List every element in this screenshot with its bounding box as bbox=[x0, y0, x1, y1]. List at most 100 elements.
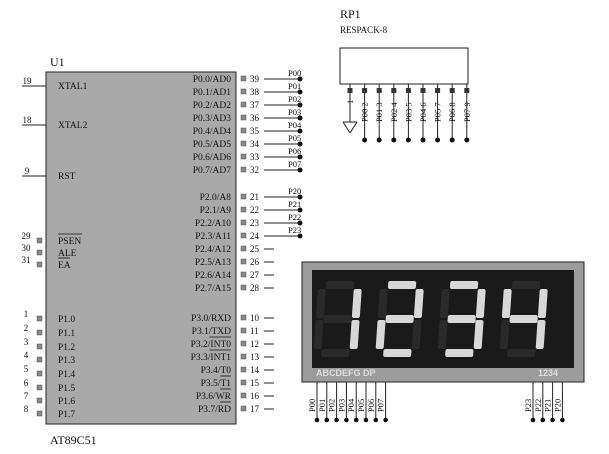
rp1-pin-6[interactable]: P04 6 bbox=[418, 84, 428, 143]
rp1-pin-8[interactable]: P06 8 bbox=[447, 84, 457, 143]
u1-body[interactable] bbox=[45, 71, 237, 425]
net-label: P03 bbox=[336, 399, 346, 412]
net-label: P21 bbox=[543, 399, 553, 412]
u1-port2-pins: 21P2.0/A8P2022P2.1/A9P2123P2.2/A10P2224P… bbox=[195, 186, 303, 294]
u1-pin-p1-7[interactable]: 8P1.7 bbox=[24, 404, 76, 420]
pin-name: P3.2/INT0 bbox=[191, 340, 232, 350]
rp1-pin-5[interactable]: P03 5 bbox=[403, 84, 413, 143]
pin-number: 38 bbox=[250, 87, 260, 97]
pin-number: 27 bbox=[250, 270, 260, 280]
pin-name: P2.7/A15 bbox=[195, 284, 231, 294]
display-digit-pin-3[interactable]: P21 bbox=[543, 382, 555, 423]
u1-pin-p1-1[interactable]: 2P1.1 bbox=[24, 323, 76, 339]
rp1-pin-label: P01 3 bbox=[374, 102, 384, 122]
rp1-pin-9[interactable]: P07 9 bbox=[462, 84, 472, 143]
display-seg-pin-3[interactable]: P02 bbox=[327, 382, 339, 423]
display-seg-pin-5[interactable]: P04 bbox=[346, 382, 359, 423]
rp1-pin-3[interactable]: P01 3 bbox=[374, 84, 384, 143]
display-digit-pin-1[interactable]: P23 bbox=[523, 382, 536, 423]
pin-number: 6 bbox=[24, 378, 29, 388]
pin-name: P2.0/A8 bbox=[200, 193, 232, 203]
display-seg-pin-8[interactable]: P07 bbox=[376, 382, 388, 423]
u1-pin-p1-4[interactable]: 5P1.4 bbox=[24, 364, 76, 380]
pin-number: 16 bbox=[250, 391, 260, 401]
u1-pin-p1-3[interactable]: 4P1.3 bbox=[24, 350, 76, 366]
pin-name: P2.6/A14 bbox=[195, 271, 231, 281]
rp1-pin-2[interactable]: P00 2 bbox=[360, 84, 370, 143]
display-seg-pin-2[interactable]: P01 bbox=[317, 382, 330, 423]
display-digit-pin-2[interactable]: P22 bbox=[533, 382, 546, 423]
rp1-pin-4[interactable]: P02 4 bbox=[389, 84, 399, 143]
rp1-pin-1[interactable]: 1 bbox=[345, 84, 355, 108]
segment-g bbox=[323, 315, 352, 323]
pin-number: 22 bbox=[250, 205, 259, 215]
segment-label: ABCDEFG DP bbox=[316, 368, 376, 378]
pin-number: 2 bbox=[24, 323, 29, 333]
segment-f bbox=[439, 289, 450, 318]
pin-number: 5 bbox=[24, 364, 29, 374]
display-digits bbox=[313, 281, 548, 357]
rp1-body[interactable] bbox=[339, 47, 469, 85]
pin-number: 24 bbox=[250, 231, 260, 241]
pin-number: 19 bbox=[23, 76, 33, 86]
display-seg-pin-7[interactable]: P06 bbox=[366, 382, 379, 423]
pin-name: P1.7 bbox=[58, 410, 75, 420]
u1-pin-p1-5[interactable]: 6P1.5 bbox=[24, 378, 76, 394]
pin-name: P1.6 bbox=[58, 397, 75, 407]
u1-pin-p1-0[interactable]: 1P1.0 bbox=[24, 309, 76, 325]
segment-b bbox=[475, 289, 486, 318]
segment-g bbox=[447, 315, 476, 323]
u1-pin-p1-6[interactable]: 7P1.6 bbox=[24, 391, 76, 407]
segment-a bbox=[449, 281, 479, 289]
net-label: P22 bbox=[533, 399, 543, 412]
digit-3 bbox=[437, 281, 486, 357]
rp1-part-label: RESPACK-8 bbox=[340, 25, 388, 35]
pin-name: P1.3 bbox=[58, 356, 75, 366]
u1-pin-p2-6-a14[interactable]: 27 P2.6/A14 bbox=[195, 270, 274, 281]
net-label: P23 bbox=[288, 225, 301, 235]
u1-pin-p1-2[interactable]: 3P1.2 bbox=[24, 337, 76, 353]
pin-number: 33 bbox=[250, 152, 260, 162]
rp1-pin-7[interactable]: P05 7 bbox=[433, 84, 443, 143]
display-seg-pin-1[interactable]: P00 bbox=[307, 382, 320, 423]
net-label: P04 bbox=[346, 398, 356, 412]
display-seg-pin-6[interactable]: P05 bbox=[356, 382, 369, 423]
pin-number: 39 bbox=[250, 74, 260, 84]
segment-e bbox=[437, 320, 448, 349]
segment-a bbox=[511, 281, 541, 289]
pin-name: P0.4/AD4 bbox=[193, 127, 232, 137]
display-digit-pin-4[interactable]: P20 bbox=[552, 382, 565, 423]
display-seg-pin-4[interactable]: P03 bbox=[336, 382, 349, 423]
pin-number: 15 bbox=[250, 378, 260, 388]
rp1-pin-label: P03 5 bbox=[403, 102, 413, 122]
